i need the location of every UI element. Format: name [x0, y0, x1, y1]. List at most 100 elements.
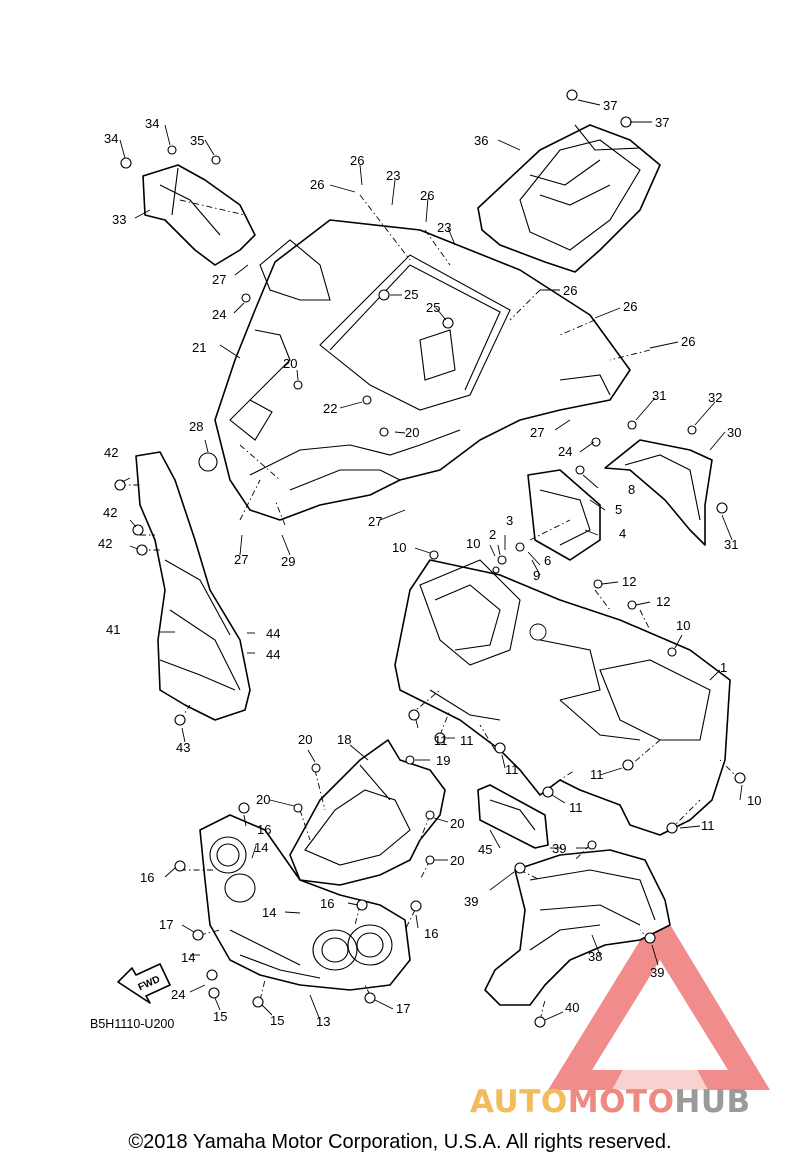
callout-37: 37 [603, 98, 617, 113]
callout-44: 44 [266, 626, 280, 641]
callout-35: 35 [190, 133, 204, 148]
callout-38: 38 [588, 949, 602, 964]
watermark-logo [548, 908, 770, 1090]
copyright-notice: ©2018 Yamaha Motor Corporation, U.S.A. A… [128, 1131, 672, 1153]
watermark-text: AUTOMOTOHUB [470, 1084, 751, 1120]
callout-25: 25 [426, 300, 440, 315]
callout-27: 27 [234, 552, 248, 567]
callout-31: 31 [724, 537, 738, 552]
callout-24: 24 [171, 987, 185, 1002]
callout-42: 42 [103, 505, 117, 520]
callout-9: 9 [533, 568, 540, 583]
callout-39: 39 [552, 841, 566, 856]
callout-30: 30 [727, 425, 741, 440]
callout-10: 10 [466, 536, 480, 551]
callout-14: 14 [181, 950, 195, 965]
callout-34: 34 [145, 116, 159, 131]
svg-text:AUTOMOTOHUB: AUTOMOTOHUB [470, 1084, 751, 1120]
callout-12: 12 [656, 594, 670, 609]
callout-39: 39 [650, 965, 664, 980]
callout-16: 16 [140, 870, 154, 885]
callout-20: 20 [450, 853, 464, 868]
callout-26: 26 [350, 153, 364, 168]
callout-26: 26 [681, 334, 695, 349]
callout-41: 41 [106, 622, 120, 637]
callout-32: 32 [708, 390, 722, 405]
callout-43: 43 [176, 740, 190, 755]
callout-14: 14 [254, 840, 268, 855]
callout-39: 39 [464, 894, 478, 909]
part-36-top-cover [477, 124, 661, 273]
fasteners [114, 89, 746, 1028]
part-13-headlight-unit [199, 814, 411, 991]
callout-13: 13 [316, 1014, 330, 1029]
callout-14: 14 [262, 905, 276, 920]
callout-11: 11 [701, 818, 715, 833]
callout-29: 29 [281, 554, 295, 569]
callout-24: 24 [212, 307, 226, 322]
callout-33: 33 [112, 212, 126, 227]
callout-23: 23 [437, 220, 451, 235]
callout-10: 10 [676, 618, 690, 633]
part-38-lower-fairing [484, 849, 671, 1006]
part-45-plate [477, 784, 549, 849]
callout-24: 24 [558, 444, 572, 459]
callout-31: 31 [652, 388, 666, 403]
part-1-inner-panel [394, 559, 731, 836]
callout-34: 34 [104, 131, 118, 146]
callout-16: 16 [424, 926, 438, 941]
callout-20: 20 [256, 792, 270, 807]
callout-26: 26 [310, 177, 324, 192]
callout-19: 19 [436, 753, 450, 768]
callout-26: 26 [623, 299, 637, 314]
callout-36: 36 [474, 133, 488, 148]
callout-11: 11 [569, 800, 583, 815]
callout-5: 5 [615, 502, 622, 517]
callout-1: 1 [720, 660, 727, 675]
callout-20: 20 [283, 356, 297, 371]
callout-20: 20 [405, 425, 419, 440]
leader-lines [119, 99, 743, 1021]
part-21-front-cowl [214, 219, 631, 521]
watermark-auto: AUTO [470, 1084, 568, 1120]
callout-15: 15 [213, 1009, 227, 1024]
callout-17: 17 [396, 1001, 410, 1016]
callout-labels: 37 37 36 34 34 35 26 26 23 26 23 33 27 2… [90, 98, 761, 1031]
callout-15: 15 [270, 1013, 284, 1028]
callout-27: 27 [530, 425, 544, 440]
callout-18: 18 [337, 732, 351, 747]
callout-44: 44 [266, 647, 280, 662]
callout-42: 42 [104, 445, 118, 460]
part-30-side-piece [604, 439, 713, 546]
part-18-lower-cover [289, 739, 446, 886]
callout-20: 20 [298, 732, 312, 747]
part-33-bracket [142, 164, 256, 266]
callout-11: 11 [460, 733, 474, 748]
callout-10: 10 [392, 540, 406, 555]
callout-11: 11 [505, 762, 519, 777]
callout-26: 26 [420, 188, 434, 203]
callout-27: 27 [368, 514, 382, 529]
callout-11: 11 [434, 733, 448, 748]
watermark-moto: MOTO [568, 1084, 675, 1120]
callout-23: 23 [386, 168, 400, 183]
callout-17: 17 [159, 917, 173, 932]
callout-12: 12 [622, 574, 636, 589]
callout-28: 28 [189, 419, 203, 434]
callout-8: 8 [628, 482, 635, 497]
callout-25: 25 [404, 287, 418, 302]
callout-40: 40 [565, 1000, 579, 1015]
callout-2: 2 [489, 527, 496, 542]
part-41-side-duct [135, 451, 251, 721]
callout-6: 6 [544, 553, 551, 568]
callout-42: 42 [98, 536, 112, 551]
callout-16: 16 [257, 822, 271, 837]
callout-45: 45 [478, 842, 492, 857]
callout-16: 16 [320, 896, 334, 911]
watermark-hub: HUB [674, 1084, 750, 1120]
fwd-arrow: FWD [117, 963, 171, 1004]
drawing-code: B5H1110-U200 [90, 1017, 174, 1031]
callout-27: 27 [212, 272, 226, 287]
callout-37: 37 [655, 115, 669, 130]
